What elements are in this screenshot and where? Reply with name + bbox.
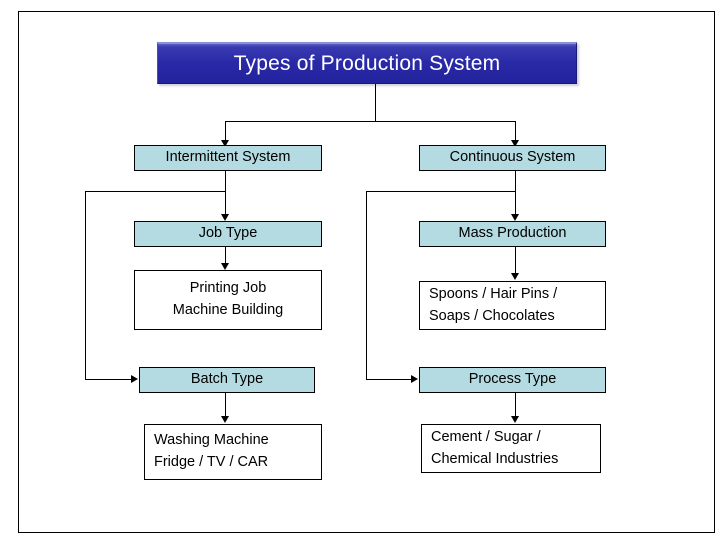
- slide-border: [18, 11, 715, 533]
- massproduction-to-examples-vline: [515, 247, 516, 275]
- node-job-type-examples: Printing Job Machine Building: [134, 270, 322, 330]
- processtype-to-examples-vline: [515, 393, 516, 418]
- example-line: Printing Job: [189, 280, 267, 297]
- example-line: Washing Machine: [154, 432, 269, 449]
- intermittent-to-batchtype-arrow: [131, 375, 138, 383]
- intermittent-to-jobtype-vline: [225, 171, 226, 216]
- intermittent-to-jobtype-arrow: [221, 214, 229, 221]
- example-line: Machine Building: [172, 302, 284, 318]
- continuous-elbow-bottom-hline: [366, 379, 413, 380]
- jobtype-to-examples-arrow: [221, 263, 229, 270]
- title-split-hline: [225, 121, 516, 122]
- node-batch-type: Batch Type: [139, 367, 315, 393]
- continuous-elbow-vline: [366, 191, 367, 379]
- intermittent-elbow-vline: [85, 191, 86, 379]
- node-process-type: Process Type: [419, 367, 606, 393]
- example-line: Chemical Industries: [431, 450, 559, 467]
- example-line: Soaps / Chocolates: [429, 307, 555, 324]
- node-label: Intermittent System: [165, 149, 291, 166]
- node-label: Process Type: [468, 371, 557, 388]
- node-process-type-examples: Cement / Sugar / Chemical Industries: [421, 424, 601, 473]
- example-line: Fridge / TV / CAR: [154, 454, 269, 470]
- node-batch-type-examples: Washing Machine Fridge / TV / CAR: [144, 424, 322, 480]
- continuous-to-massproduction-arrow: [511, 214, 519, 221]
- node-label: Batch Type: [190, 371, 264, 388]
- continuous-to-processtype-arrow: [411, 375, 418, 383]
- continuous-elbow-top-hline: [366, 191, 516, 192]
- node-label: Continuous System: [449, 149, 576, 166]
- node-intermittent-system: Intermittent System: [134, 145, 322, 171]
- node-mass-production: Mass Production: [419, 221, 606, 247]
- node-label: Job Type: [198, 225, 258, 242]
- node-mass-production-examples: Spoons / Hair Pins / Soaps / Chocolates: [419, 281, 606, 330]
- node-label: Mass Production: [458, 225, 567, 242]
- diagram-title-banner: Types of Production System: [157, 42, 577, 84]
- continuous-to-massproduction-vline: [515, 171, 516, 216]
- example-line: Spoons / Hair Pins /: [429, 285, 558, 302]
- title-to-intermittent-arrow: [221, 140, 229, 147]
- massproduction-to-examples-arrow: [511, 273, 519, 280]
- node-job-type: Job Type: [134, 221, 322, 247]
- title-to-intermittent-vline: [225, 121, 226, 143]
- batchtype-to-examples-vline: [225, 393, 226, 418]
- title-to-continuous-vline: [515, 121, 516, 143]
- processtype-to-examples-arrow: [511, 416, 519, 423]
- title-trunk-vline: [375, 84, 376, 122]
- batchtype-to-examples-arrow: [221, 416, 229, 423]
- node-continuous-system: Continuous System: [419, 145, 606, 171]
- diagram-title-text: Types of Production System: [233, 51, 501, 75]
- title-to-continuous-arrow: [511, 140, 519, 147]
- intermittent-elbow-bottom-hline: [85, 379, 133, 380]
- jobtype-to-examples-vline: [225, 247, 226, 265]
- example-line: Cement / Sugar /: [431, 428, 541, 445]
- intermittent-elbow-top-hline: [85, 191, 226, 192]
